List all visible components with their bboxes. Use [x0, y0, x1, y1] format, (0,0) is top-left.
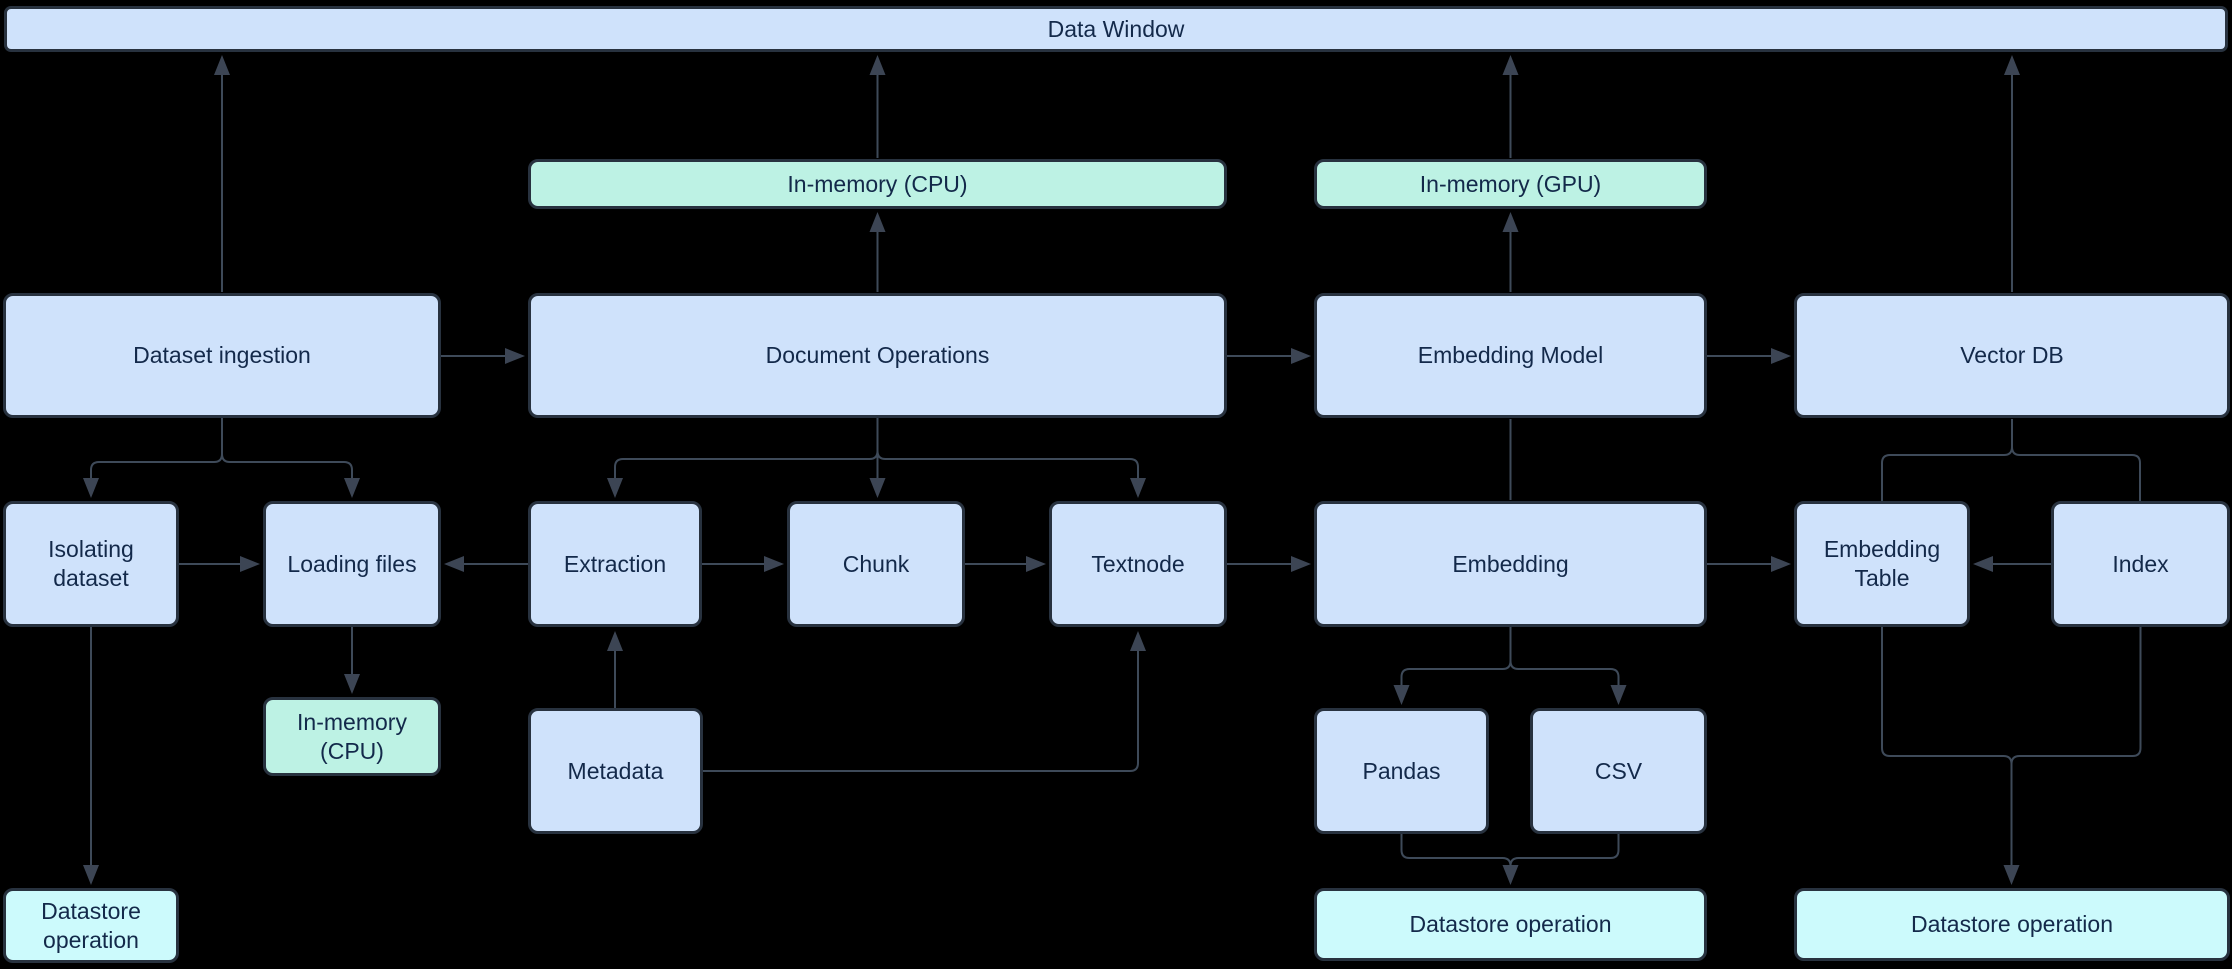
node-embedding-table-label: Embedding Table: [1823, 536, 1941, 591]
node-embedding-model[interactable]: Embedding Model: [1314, 293, 1707, 418]
node-inmemory-cpu-top-label: In-memory (CPU): [787, 170, 968, 197]
node-inmemory-gpu[interactable]: In-memory (GPU): [1314, 159, 1707, 209]
node-metadata-label: Metadata: [567, 757, 664, 784]
node-chunk-label: Chunk: [842, 550, 910, 577]
edge-embedding-to-pandas: [1393, 627, 1512, 705]
node-index[interactable]: Index: [2051, 501, 2230, 627]
node-datastore-middle[interactable]: Datastore operation: [1314, 888, 1707, 961]
edge-pandas-to-datastore-middle: [1400, 834, 1519, 885]
edge-document-operations-to-textnode: [876, 418, 1146, 498]
edge-embedding-table-to-datastore-right: [1881, 627, 2020, 885]
edge-metadata-to-textnode: [703, 631, 1146, 772]
node-data-window[interactable]: Data Window: [4, 6, 2228, 52]
node-datastore-left-label: Datastore operation: [41, 897, 141, 953]
node-isolating-dataset[interactable]: Isolating dataset: [3, 501, 179, 627]
node-document-operations-label: Document Operations: [765, 342, 990, 369]
node-extraction-label: Extraction: [563, 550, 667, 577]
node-datastore-left[interactable]: Datastore operation: [3, 888, 179, 963]
node-pandas[interactable]: Pandas: [1314, 708, 1489, 834]
edge-dataset-ingestion-to-isolating-dataset: [83, 418, 223, 498]
node-vector-db-label: Vector DB: [1960, 342, 2064, 369]
node-index-label: Index: [2112, 550, 2169, 577]
node-isolating-dataset-label: Isolating dataset: [48, 536, 134, 591]
node-chunk[interactable]: Chunk: [787, 501, 965, 627]
node-embedding-model-label: Embedding Model: [1417, 342, 1604, 369]
node-csv[interactable]: CSV: [1530, 708, 1707, 834]
node-dataset-ingestion[interactable]: Dataset ingestion: [3, 293, 441, 418]
node-dataset-ingestion-label: Dataset ingestion: [133, 342, 311, 369]
node-inmemory-cpu-small-label: In-memory (CPU): [297, 708, 407, 764]
node-loading-files[interactable]: Loading files: [263, 501, 441, 627]
node-loading-files-label: Loading files: [287, 550, 417, 577]
node-csv-label: CSV: [1594, 757, 1643, 784]
node-inmemory-cpu-top[interactable]: In-memory (CPU): [528, 159, 1227, 209]
node-datastore-right[interactable]: Datastore operation: [1794, 888, 2230, 961]
node-inmemory-cpu-small[interactable]: In-memory (CPU): [263, 697, 441, 776]
edge-csv-to-datastore-middle: [1509, 834, 1620, 867]
edge-index-to-datastore-right: [2010, 627, 2142, 765]
node-inmemory-gpu-label: In-memory (GPU): [1419, 170, 1602, 197]
node-pandas-label: Pandas: [1362, 757, 1441, 784]
edge-vector-db-to-index: [2011, 419, 2141, 501]
node-textnode-label: Textnode: [1091, 550, 1185, 577]
edge-document-operations-to-extraction: [607, 418, 879, 498]
node-datastore-middle-label: Datastore operation: [1409, 911, 1612, 938]
node-embedding-table[interactable]: Embedding Table: [1794, 501, 1970, 627]
node-document-operations[interactable]: Document Operations: [528, 293, 1227, 418]
node-embedding[interactable]: Embedding: [1314, 501, 1707, 627]
node-vector-db[interactable]: Vector DB: [1794, 293, 2230, 418]
node-datastore-right-label: Datastore operation: [1910, 911, 2113, 938]
edge-dataset-ingestion-to-loading-files: [221, 418, 360, 498]
node-embedding-label: Embedding: [1452, 550, 1569, 577]
edge-vector-db-to-embedding-table: [1881, 419, 2013, 501]
node-metadata[interactable]: Metadata: [528, 708, 703, 834]
node-textnode[interactable]: Textnode: [1049, 501, 1227, 627]
edge-embedding-to-csv: [1509, 627, 1627, 705]
node-extraction[interactable]: Extraction: [528, 501, 702, 627]
node-data-window-label: Data Window: [1047, 15, 1185, 42]
